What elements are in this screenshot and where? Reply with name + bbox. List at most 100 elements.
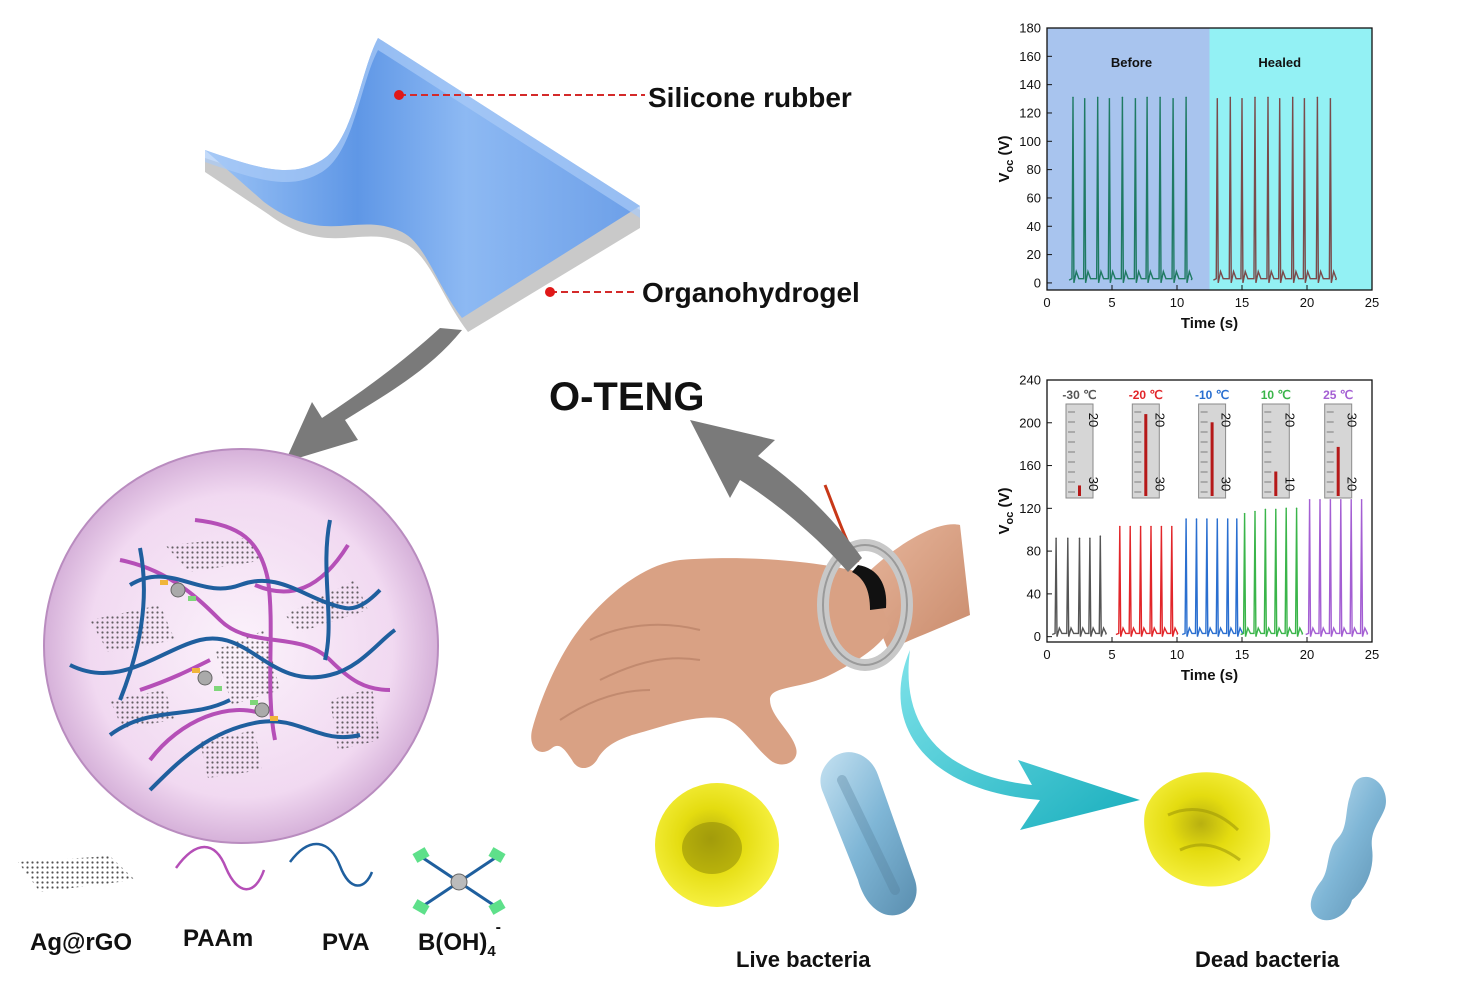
peak-point <box>1316 96 1319 99</box>
region-before-label: Before <box>1111 55 1152 70</box>
thermo-number: 30 <box>1219 477 1234 491</box>
peak-point <box>1150 525 1152 528</box>
thermo-mercury <box>1078 485 1081 496</box>
thermo-mercury <box>1336 446 1340 496</box>
antibacterial-arrow <box>900 650 1140 830</box>
peak-point <box>1308 498 1311 501</box>
x-tick-label: 15 <box>1235 647 1249 662</box>
peak-point <box>1216 98 1219 100</box>
y-tick-label: 200 <box>1019 415 1041 430</box>
peak-point <box>1319 498 1321 501</box>
peak-point <box>1216 518 1219 520</box>
y-axis-title: Voc (V) <box>996 135 1016 182</box>
thermo-number: 30 <box>1152 477 1167 491</box>
peak-point <box>1146 96 1148 99</box>
y-axis-title: Voc (V) <box>996 487 1016 534</box>
y-tick-label: 20 <box>1027 247 1041 262</box>
zoom-arrow <box>285 328 462 462</box>
paam-chains <box>119 518 391 762</box>
thermo-number: 20 <box>1345 477 1360 491</box>
o-teng-arrow <box>690 420 862 572</box>
thermo-number: 20 <box>1086 413 1101 427</box>
peak-point <box>1067 537 1069 540</box>
peak-point <box>1278 98 1281 100</box>
region-bg-1 <box>1209 28 1372 290</box>
silicone-leader <box>394 90 645 100</box>
x-tick-label: 10 <box>1170 647 1184 662</box>
x-tick-label: 5 <box>1108 295 1115 310</box>
legend-ag-rgo-label: Ag@rGO <box>30 929 132 956</box>
y-tick-label: 40 <box>1027 586 1041 601</box>
y-tick-label: 140 <box>1019 77 1041 92</box>
peak-point <box>1121 96 1124 99</box>
x-tick-label: 0 <box>1043 647 1050 662</box>
series-line-1 <box>1213 97 1338 284</box>
series-line-0 <box>1068 97 1193 284</box>
series-line-3 <box>1240 508 1304 637</box>
y-tick-label: 0 <box>1034 275 1041 290</box>
y-tick-label: 100 <box>1019 134 1041 149</box>
peak-point <box>1243 512 1246 515</box>
peak-point <box>1172 98 1174 100</box>
temp-label: 25 ℃ <box>1323 388 1353 402</box>
peak-point <box>1129 525 1131 528</box>
legend-borate-icon <box>412 847 506 915</box>
thermo-number: 20 <box>1282 413 1297 427</box>
peak-point <box>1254 96 1256 99</box>
peak-point <box>1350 498 1352 501</box>
thermo-number: 10 <box>1282 477 1297 491</box>
peak-point <box>1206 518 1208 520</box>
x-tick-label: 20 <box>1300 647 1314 662</box>
peak-point <box>1159 96 1161 99</box>
temp-label: -30 ℃ <box>1062 388 1096 402</box>
silicone-rubber-label: Silicone rubber <box>648 82 852 113</box>
thermo-mercury <box>1274 471 1278 496</box>
y-tick-label: 40 <box>1027 219 1041 234</box>
slab-edge <box>205 38 640 218</box>
peak-point <box>1329 498 1332 501</box>
live-bacteria-label: Live bacteria <box>736 947 871 972</box>
y-tick-label: 180 <box>1019 21 1041 36</box>
peak-point <box>1275 508 1277 511</box>
live-coccus <box>655 783 779 907</box>
x-axis-title: Time (s) <box>1181 315 1238 332</box>
peak-point <box>1096 96 1099 99</box>
dead-bacteria-label: Dead bacteria <box>1195 947 1340 972</box>
hand <box>531 558 890 769</box>
x-tick-label: 20 <box>1300 295 1314 310</box>
peak-point <box>1226 518 1229 520</box>
ag-rgo-sheets <box>90 538 380 778</box>
peak-point <box>1134 98 1137 100</box>
peak-point <box>1329 98 1332 100</box>
peak-point <box>1295 507 1298 510</box>
live-bacillus <box>820 752 917 916</box>
peak-point <box>1119 525 1121 528</box>
thermo-mercury <box>1210 422 1214 496</box>
x-tick-label: 0 <box>1043 295 1050 310</box>
y-tick-label: 160 <box>1019 49 1041 64</box>
peak-point <box>1185 96 1187 99</box>
crosslinker-nodes <box>160 580 278 721</box>
silicone-rubber-layer <box>205 38 640 318</box>
peak-point <box>1078 537 1081 540</box>
peak-point <box>1360 498 1363 501</box>
organohydrogel-leader <box>545 287 638 297</box>
thermo-number: 20 <box>1152 413 1167 427</box>
plot-frame <box>1046 379 1373 643</box>
x-tick-label: 25 <box>1365 295 1379 310</box>
x-tick-label: 10 <box>1170 295 1184 310</box>
series-line-4 <box>1305 499 1369 637</box>
y-tick-label: 120 <box>1019 501 1041 516</box>
peak-point <box>1264 508 1267 511</box>
peak-point <box>1072 96 1074 99</box>
o-teng-label: O-TENG <box>549 375 705 419</box>
peak-point <box>1195 518 1198 520</box>
dead-coccus <box>1144 772 1271 887</box>
peak-point <box>1108 98 1111 100</box>
peak-point <box>1229 96 1232 99</box>
series-line-2 <box>1181 519 1244 637</box>
legend-pva-icon <box>288 842 374 887</box>
y-tick-label: 0 <box>1034 629 1041 644</box>
peak-point <box>1139 525 1142 528</box>
